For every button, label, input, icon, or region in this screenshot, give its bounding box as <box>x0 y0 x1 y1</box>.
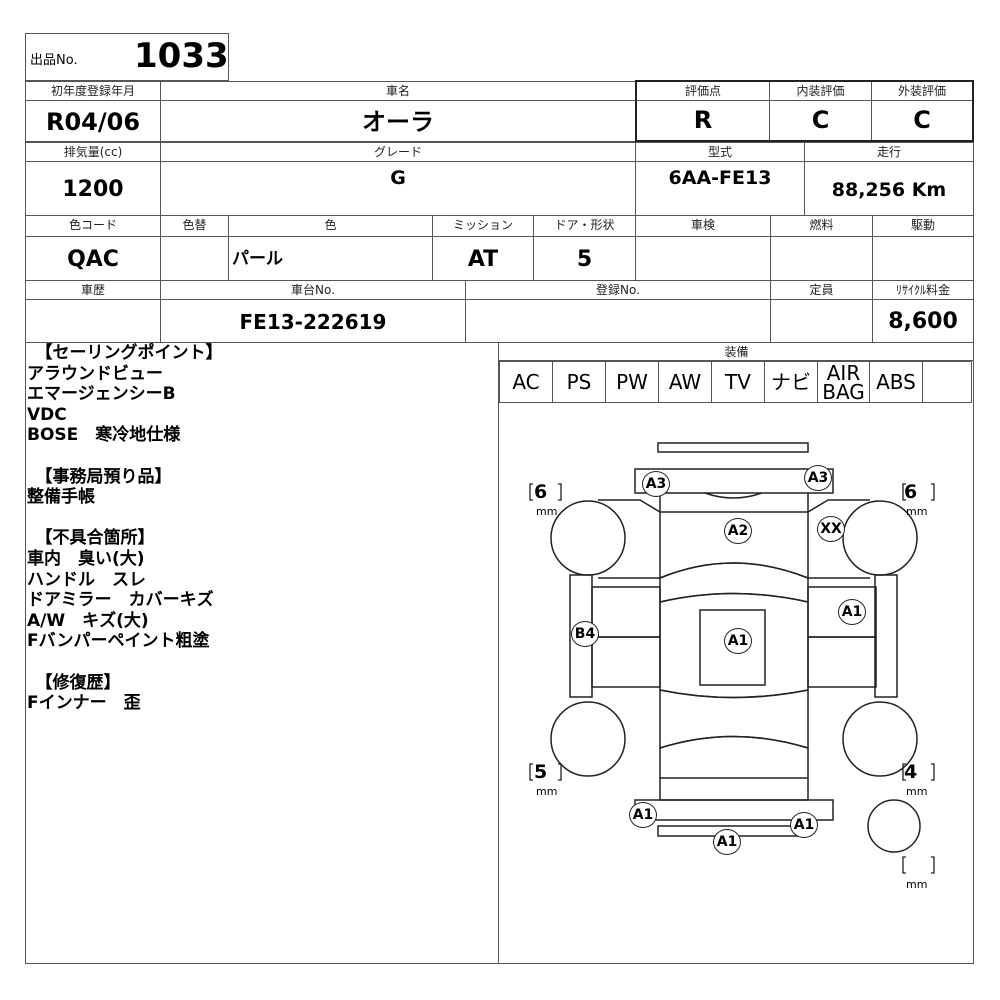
equipment-row: AC PS PW AW TV ナビ AIR BAG ABS <box>499 361 972 403</box>
damage-mark-roof: A1 <box>724 628 752 654</box>
damage-mark-hood: A2 <box>724 518 752 544</box>
wheel-rear-left <box>550 701 626 777</box>
tread-front-left: 6 <box>534 481 548 503</box>
displacement-value: 1200 <box>25 161 161 216</box>
score-box <box>635 80 974 142</box>
lot-box: 出品No. 1033 <box>25 33 229 81</box>
reg-no-value <box>465 299 771 343</box>
mission-label: ミッション <box>432 215 534 237</box>
equip-ac: AC <box>500 362 553 402</box>
tread-spare-unit: mm <box>906 878 928 891</box>
notes-text: 【セーリングポイント】 アラウンドビュー エマージェンシーB VDC BOSE … <box>27 343 223 714</box>
color-code-value: QAC <box>25 236 161 281</box>
fuel-label: 燃料 <box>770 215 873 237</box>
car-name-value: オーラ <box>160 100 636 142</box>
lot-number: 1033 <box>134 36 229 76</box>
score-value: R <box>637 101 770 140</box>
vertical-divider <box>498 343 499 964</box>
exterior-label: 外装評価 <box>872 82 972 101</box>
car-name-label: 車名 <box>160 81 636 101</box>
drive-value <box>872 236 974 281</box>
exterior-value: C <box>913 106 931 134</box>
car-damage-diagram <box>529 442 935 874</box>
equip-navi: ナビ <box>765 362 818 402</box>
color-label: 色 <box>228 215 433 237</box>
mileage-value: 88,256 Km <box>804 161 974 216</box>
chassis-label: 車台No. <box>160 280 466 300</box>
right-side-sill <box>874 574 898 698</box>
damage-mark-front-bumper-left: A3 <box>642 471 670 497</box>
equip-aw: AW <box>659 362 712 402</box>
door-label: ドア・形状 <box>533 215 636 237</box>
interior-value: C <box>770 101 872 140</box>
trunk <box>659 735 809 779</box>
door-value: 5 <box>533 236 636 281</box>
front-bumper <box>657 442 809 453</box>
score-label: 評価点 <box>637 82 770 101</box>
left-rear-door <box>591 636 661 688</box>
grade-label: グレード <box>160 142 636 162</box>
equip-pw: PW <box>606 362 659 402</box>
tread-rear-left-unit: mm <box>536 785 558 798</box>
tread-front-left-unit: mm <box>536 505 558 518</box>
front-bumper-shape <box>634 468 834 494</box>
spare-tire <box>867 799 921 853</box>
mission-value: AT <box>432 236 534 281</box>
color-code-label: 色コード <box>25 215 161 237</box>
tread-front-right: 6 <box>904 481 918 503</box>
tread-brackets <box>529 483 935 874</box>
reg-date-label: 初年度登録年月 <box>25 81 161 101</box>
mileage-label: 走行 <box>804 142 974 162</box>
reg-date-value: R04/06 <box>25 100 161 142</box>
damage-mark-rear-bumper-center: A1 <box>713 829 741 855</box>
tread-rear-right: 4 <box>904 761 918 783</box>
damage-mark-rear-bumper-left: A1 <box>629 802 657 828</box>
model-label: 型式 <box>635 142 805 162</box>
damage-mark-left-front-door: B4 <box>571 621 599 647</box>
windshield <box>659 562 809 603</box>
tread-front-right-unit: mm <box>906 505 928 518</box>
equip-airbag: AIR BAG <box>818 362 870 402</box>
equip-tv: TV <box>712 362 765 402</box>
displacement-label: 排気量(cc) <box>25 142 161 162</box>
tread-rear-right-unit: mm <box>906 785 928 798</box>
history-value <box>25 299 161 343</box>
lot-label: 出品No. <box>30 53 78 68</box>
damage-mark-front-right-fender: XX <box>817 516 845 542</box>
wheel-rear-right <box>842 701 918 777</box>
right-rear-door <box>807 636 877 688</box>
recolor-label: 色替 <box>160 215 229 237</box>
capacity-label: 定員 <box>770 280 873 300</box>
inspection-value <box>635 236 771 281</box>
equip-ps: PS <box>553 362 606 402</box>
wheel-front-left <box>550 500 626 576</box>
drive-label: 駆動 <box>872 215 974 237</box>
equip-extra <box>923 362 971 402</box>
rear-glass <box>659 689 809 750</box>
tread-rear-left: 5 <box>534 761 548 783</box>
reg-no-label: 登録No. <box>465 280 771 300</box>
damage-mark-right-front-door: A1 <box>838 599 866 625</box>
damage-mark-front-bumper-right: A3 <box>804 465 832 491</box>
grade-value: G <box>160 161 636 216</box>
model-value: 6AA-FE13 <box>635 161 805 216</box>
inspection-label: 車検 <box>635 215 771 237</box>
damage-mark-rear-bumper-right: A1 <box>790 812 818 838</box>
recycle-label: ﾘｻｲｸﾙ料金 <box>872 280 974 300</box>
recycle-value: 8,600 <box>872 299 974 343</box>
chassis-value: FE13-222619 <box>160 299 466 343</box>
color-value: パール <box>228 236 433 281</box>
left-front-door <box>591 586 661 638</box>
equip-abs: ABS <box>870 362 923 402</box>
equipment-label: 装備 <box>499 343 974 361</box>
fuel-value <box>770 236 873 281</box>
recolor-value <box>160 236 229 281</box>
history-label: 車歴 <box>25 280 161 300</box>
interior-label: 内装評価 <box>770 82 872 101</box>
capacity-value <box>770 299 873 343</box>
